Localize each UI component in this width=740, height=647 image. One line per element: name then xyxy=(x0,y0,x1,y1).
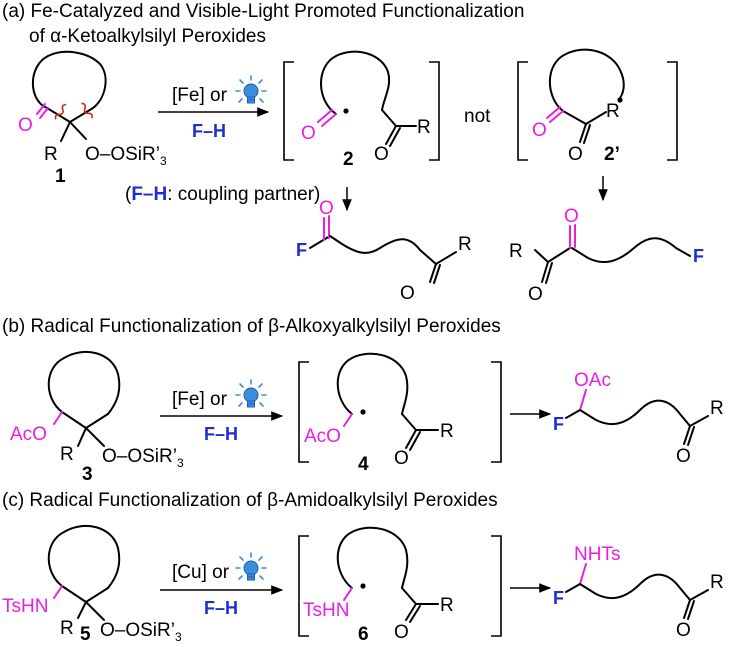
section-b-title: (b) Radical Functionalization of β-Alkox… xyxy=(2,316,501,337)
svg-text:F: F xyxy=(553,588,564,608)
intermediate-number-2-prime: 2’ xyxy=(604,144,620,165)
reagent-cu: [Cu] or xyxy=(172,562,230,583)
intermediate-6: TsHN O R 6 xyxy=(298,526,502,645)
compound-3: AcO R O–OSiR’3 3 xyxy=(10,350,184,485)
intermediate-number-6: 6 xyxy=(358,624,369,645)
svg-text:O: O xyxy=(319,198,334,219)
peroxide-group: O–OSiR’3 xyxy=(102,446,184,470)
svg-text:R: R xyxy=(458,234,472,255)
coupling-partner-label: F–H xyxy=(204,424,238,444)
svg-text:O: O xyxy=(532,120,547,141)
svg-text:F: F xyxy=(693,246,704,266)
intermediate-4: AcO O R 4 xyxy=(298,352,502,475)
compound-number-3: 3 xyxy=(82,464,93,485)
svg-text:O: O xyxy=(374,144,389,165)
svg-text:F: F xyxy=(553,414,564,434)
svg-text:R: R xyxy=(710,398,724,419)
section-c: (c) Radical Functionalization of β-Amido… xyxy=(2,490,724,645)
svg-text:O: O xyxy=(528,284,543,305)
svg-text:O: O xyxy=(568,144,583,165)
not-label: not xyxy=(464,106,491,127)
svg-text:NHTs: NHTs xyxy=(574,544,620,565)
compound-5: TsHN R O–OSiR’3 5 xyxy=(2,524,182,645)
svg-text:TsHN: TsHN xyxy=(303,600,349,621)
reaction-arrow-a: [Fe] or F–H (F–H: coupling partner) xyxy=(125,75,320,205)
coupling-partner-label: F–H xyxy=(204,598,238,618)
substituent-r: R xyxy=(44,144,58,165)
svg-text:F: F xyxy=(296,240,307,260)
svg-text:R: R xyxy=(440,421,454,442)
svg-text:AcO: AcO xyxy=(304,426,341,447)
svg-text:R: R xyxy=(440,595,454,616)
intermediate-2-prime: O O R 2’ xyxy=(517,48,678,165)
svg-text:O: O xyxy=(394,622,409,643)
product-c: NHTs F O R xyxy=(553,544,724,641)
intermediate-2: O O R 2 xyxy=(283,50,440,170)
light-bulb-icon xyxy=(235,75,267,104)
svg-text:O: O xyxy=(676,620,691,641)
svg-text:TsHN: TsHN xyxy=(2,596,48,617)
intermediate-number-4: 4 xyxy=(358,454,369,475)
svg-text:R: R xyxy=(509,241,523,262)
svg-text:R: R xyxy=(60,444,74,465)
product-a-left: F O O R xyxy=(296,198,472,304)
reaction-arrow-b: [Fe] or F–H xyxy=(160,379,284,444)
section-a: (a) Fe-Catalyzed and Visible-Light Promo… xyxy=(2,1,704,305)
peroxide-group: O–OSiR’3 xyxy=(85,144,167,168)
section-a-title-line2: of α-Ketoalkylsilyl Peroxides xyxy=(29,26,266,47)
svg-text:O: O xyxy=(676,446,691,467)
intermediate-number-2: 2 xyxy=(343,149,354,170)
carbonyl-oxygen: O xyxy=(18,115,33,136)
svg-text:O: O xyxy=(301,123,316,144)
carbonyl-bond xyxy=(39,107,49,119)
svg-text:O: O xyxy=(564,206,579,227)
reagent-fe: [Fe] or xyxy=(172,389,228,410)
product-a-right: R O O F xyxy=(509,206,704,305)
svg-text:OAc: OAc xyxy=(574,370,611,391)
compound-number-5: 5 xyxy=(80,624,91,645)
section-a-title: (a) Fe-Catalyzed and Visible-Light Promo… xyxy=(2,1,524,22)
product-b: OAc F O R xyxy=(553,370,724,467)
svg-text:O: O xyxy=(394,448,409,469)
compound-number-1: 1 xyxy=(55,166,66,187)
reaction-arrow-c: [Cu] or F–H xyxy=(160,552,284,618)
compound-1: O R O–OSiR’3 1 xyxy=(18,50,167,187)
svg-text:O: O xyxy=(400,283,415,304)
light-bulb-icon xyxy=(235,552,267,581)
section-b: (b) Radical Functionalization of β-Alkox… xyxy=(2,316,724,485)
peroxide-group: O–OSiR’3 xyxy=(100,620,182,644)
svg-text:R: R xyxy=(60,618,74,639)
light-bulb-icon xyxy=(235,379,267,408)
svg-text:R: R xyxy=(710,572,724,593)
cleavage-mark xyxy=(54,103,67,120)
svg-text:AcO: AcO xyxy=(10,424,47,445)
cleavage-mark xyxy=(81,102,93,119)
svg-text:R: R xyxy=(606,101,620,122)
svg-text:R: R xyxy=(417,117,431,138)
reagent-fe: [Fe] or xyxy=(172,85,228,106)
section-c-title: (c) Radical Functionalization of β-Amido… xyxy=(2,490,498,511)
coupling-partner-note: (F–H: coupling partner) xyxy=(125,184,320,205)
coupling-partner-label: F–H xyxy=(192,121,226,141)
